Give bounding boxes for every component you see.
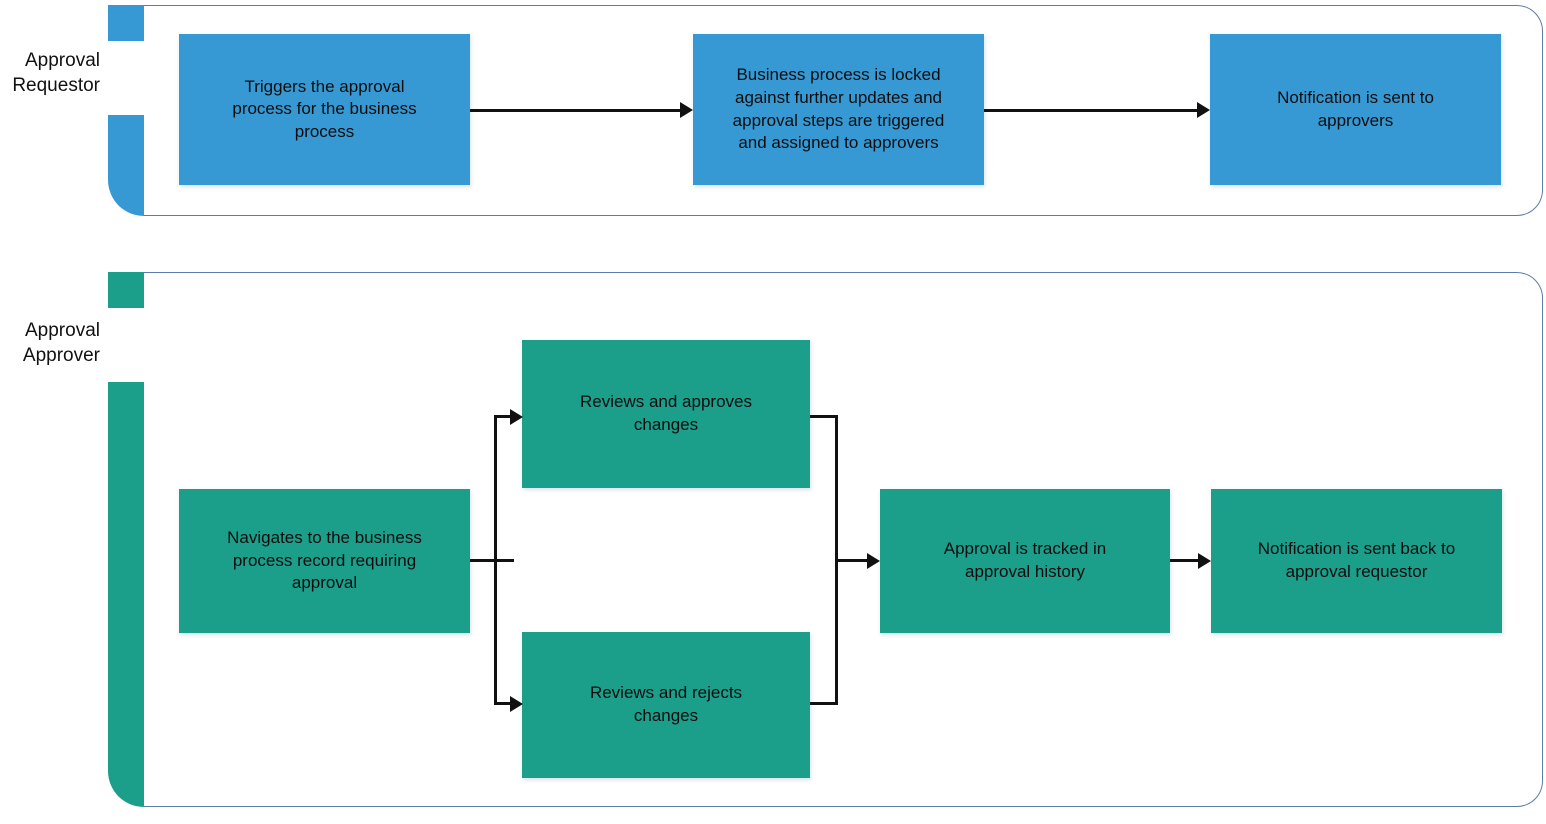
- arrow-lock-to-notify: [1197, 102, 1210, 118]
- arrow-split-to-approve: [510, 409, 523, 425]
- node-notify-approvers[interactable]: Notification is sent to approvers: [1210, 34, 1501, 185]
- node-review-reject[interactable]: Reviews and rejects changes: [522, 632, 810, 778]
- node-lock-process[interactable]: Business process is locked against furth…: [693, 34, 984, 185]
- arrow-trigger-to-lock: [680, 102, 693, 118]
- node-track-history[interactable]: Approval is tracked in approval history: [880, 489, 1170, 633]
- arrow-track-to-notify: [1198, 553, 1211, 569]
- lane-accent-tab-approval-requestor: [108, 5, 144, 41]
- lane-accent-tab-approval-approver: [108, 272, 144, 308]
- lane-label-approval-approver: Approval Approver: [22, 320, 100, 367]
- connector-split-to-approve: [494, 415, 516, 418]
- connector-approve-to-merge: [810, 415, 838, 418]
- lane-accent-bar-approval-requestor: [108, 115, 144, 216]
- connector-lock-to-notify: [984, 109, 1197, 112]
- connector-merge-to-track: [835, 559, 867, 562]
- connector-reject-to-merge: [810, 702, 838, 705]
- connector-navigate-split-riser: [494, 416, 497, 704]
- node-track-history-label: Approval is tracked in approval history: [943, 539, 1107, 581]
- node-review-approve[interactable]: Reviews and approves changes: [522, 340, 810, 488]
- lane-label-approval-requestor: Approval Requestor: [12, 50, 100, 97]
- arrow-split-to-reject: [510, 696, 523, 712]
- node-notify-requestor[interactable]: Notification is sent back to approval re…: [1211, 489, 1502, 633]
- node-review-reject-label: Reviews and rejects changes: [589, 683, 743, 725]
- node-trigger-approval[interactable]: Triggers the approval process for the bu…: [179, 34, 470, 185]
- arrow-merge-to-track: [867, 553, 880, 569]
- node-trigger-approval-label: Triggers the approval process for the bu…: [232, 76, 417, 141]
- node-navigate-record-label: Navigates to the business process record…: [227, 528, 422, 593]
- node-notify-requestor-label: Notification is sent back to approval re…: [1257, 539, 1456, 581]
- node-navigate-record[interactable]: Navigates to the business process record…: [179, 489, 470, 633]
- node-review-approve-label: Reviews and approves changes: [580, 392, 752, 434]
- connector-navigate-split-stem: [470, 559, 514, 562]
- connector-track-to-notify: [1170, 559, 1198, 562]
- connector-trigger-to-lock: [470, 109, 680, 112]
- node-notify-approvers-label: Notification is sent to approvers: [1277, 87, 1434, 130]
- node-lock-process-label: Business process is locked against furth…: [732, 65, 945, 153]
- connector-split-to-reject: [494, 702, 516, 705]
- lane-accent-bar-approval-approver: [108, 382, 144, 807]
